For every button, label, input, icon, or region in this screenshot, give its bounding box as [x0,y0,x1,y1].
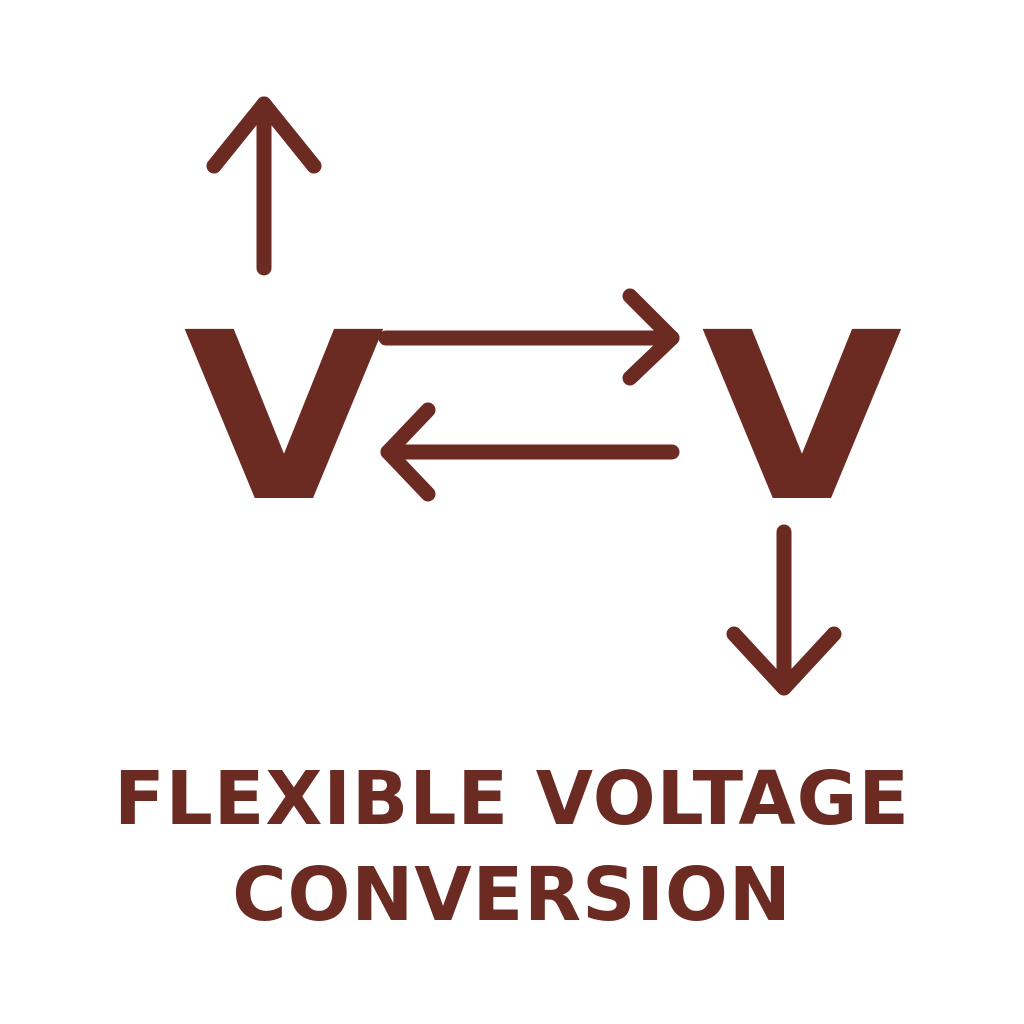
arrow-right-icon [378,288,680,386]
caption-line-2: CONVERSION [232,852,792,938]
arrow-up-icon [206,96,322,276]
caption-line-1: FLEXIBLE VOLTAGE [114,756,910,842]
voltage-symbol-left: V [183,283,385,553]
arrow-down-icon [726,524,842,696]
voltage-symbol-right: V [701,283,903,553]
arrow-left-icon [380,402,680,502]
